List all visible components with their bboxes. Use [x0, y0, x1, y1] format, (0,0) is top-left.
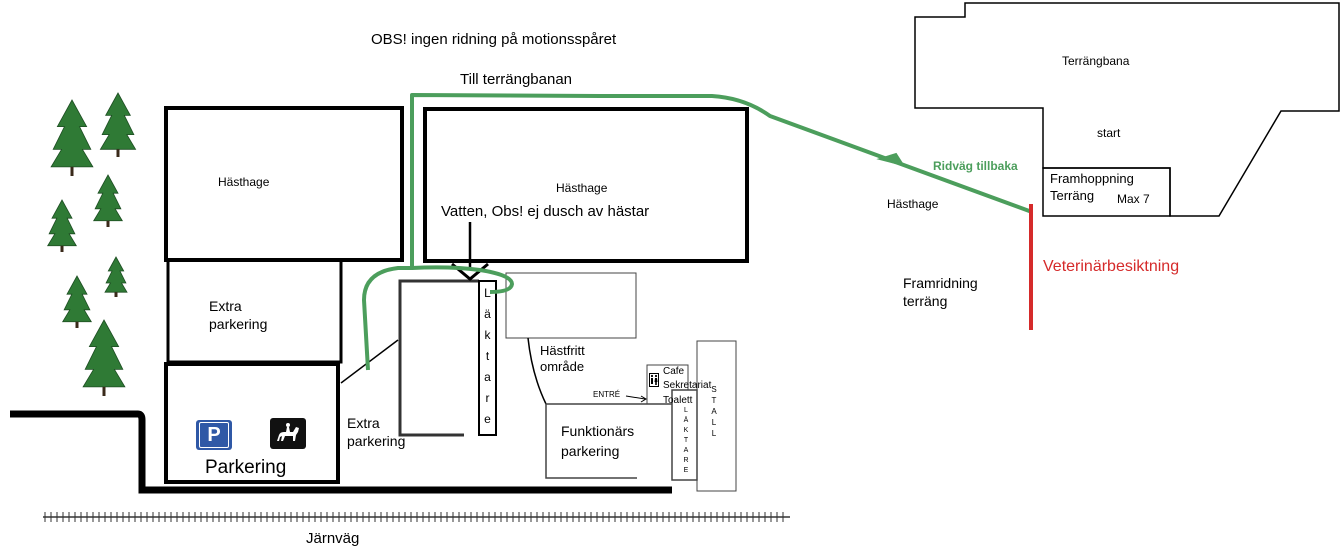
tree-icon	[92, 174, 124, 227]
road	[10, 410, 672, 494]
laktare-letter: a	[484, 370, 491, 384]
toilet-glyph	[649, 373, 659, 387]
laktare-small-letter: K	[683, 427, 689, 434]
max7-label: Max 7	[1117, 192, 1150, 206]
laktare-small-label: L Ä K T A R E	[680, 406, 692, 476]
tree-icon	[50, 99, 94, 176]
hasthage-left-label: Hästhage	[218, 175, 270, 189]
hastfritt-box	[505, 272, 637, 339]
funktionars-box	[545, 403, 672, 479]
tree-icon	[82, 319, 126, 396]
hasthage-right-label: Hästhage	[887, 197, 939, 211]
laktare-letter: t	[485, 349, 490, 363]
green-route	[362, 93, 1033, 371]
jarnvag-label: Järnväg	[306, 530, 360, 547]
entre-label: ENTRÉ	[593, 390, 621, 399]
top-notice: OBS! ingen ridning på motionsspåret	[371, 31, 617, 48]
parking-sign-inner: P	[199, 422, 229, 448]
trees	[46, 92, 137, 396]
stall-label: S T A L L	[708, 384, 720, 439]
green-route-loop	[411, 265, 515, 294]
parking-sign-icon: P	[196, 420, 232, 450]
cafe-label-3: Toalett	[663, 395, 693, 406]
cafe-label-2: Sekretariat	[663, 380, 712, 391]
hastfritt-curve	[527, 337, 547, 405]
laktare-small-letter: E	[683, 467, 689, 474]
stall-box	[696, 340, 737, 492]
green-arrowhead	[876, 152, 906, 167]
stall-letter: L	[711, 429, 717, 438]
hasthage-left-paddock	[164, 106, 404, 262]
hasthage-center-paddock	[423, 107, 749, 263]
start-label: start	[1097, 126, 1121, 140]
laktare-small-letter: A	[683, 447, 689, 454]
hastfritt-label: Hästfritt område	[540, 343, 585, 375]
laktare-letter: e	[484, 412, 491, 426]
laktare-letter: k	[484, 328, 491, 342]
entre-arrowhead	[640, 395, 647, 403]
laktare-small-box	[671, 389, 698, 481]
parkering-area	[164, 362, 340, 484]
laktare-small-letter: L	[684, 407, 688, 414]
ridvag-tillbaka-label: Ridväg tillbaka	[933, 159, 1018, 173]
entre-arrow	[625, 395, 646, 400]
tree-icon	[99, 92, 137, 157]
stall-letter: T	[711, 396, 717, 405]
stall-letter: S	[711, 385, 717, 394]
extra-parkering-left-label: Extra parkering	[209, 298, 268, 333]
laktare-main-box	[478, 280, 497, 436]
laktare-small-letter: Ä	[683, 417, 689, 424]
funktionars-label: Funktionärs parkering	[561, 423, 635, 459]
extra-parkering-mid-label: Extra parkering	[347, 415, 406, 450]
laktare-small-letter: T	[683, 437, 689, 444]
framhoppning-box	[1042, 167, 1171, 217]
vatten-label: Vatten, Obs! ej dusch av hästar	[441, 203, 650, 220]
cafe-box	[646, 364, 689, 405]
framridning-label: Framridning terräng	[903, 275, 978, 310]
horse-rider-glyph	[277, 422, 299, 441]
laktare-letter: L	[484, 286, 491, 300]
laktare-small-letter: R	[683, 457, 689, 464]
parkering-label: Parkering	[205, 457, 287, 478]
horse-rider-icon	[270, 418, 306, 449]
stall-letter: A	[711, 407, 717, 416]
tree-icon	[104, 256, 128, 297]
till-terrangbanan-label: Till terrängbanan	[460, 71, 573, 88]
hasthage-center-label: Hästhage	[556, 181, 608, 195]
toilet-icon	[649, 373, 659, 387]
cafe-label-1: Cafe	[663, 366, 685, 377]
tree-icon	[61, 275, 93, 328]
stall-letter: L	[711, 418, 717, 427]
railway-ties	[44, 512, 784, 522]
laktare-letter: r	[485, 391, 490, 405]
veterinar-label: Veterinärbesiktning	[1043, 258, 1180, 275]
terrangbana-label: Terrängbana	[1062, 54, 1130, 68]
laktare-building-outline	[398, 279, 479, 437]
laktare-letter: ä	[484, 307, 491, 321]
tree-icon	[46, 199, 78, 252]
framhoppning-label: Framhoppning Terräng	[1050, 171, 1134, 203]
laktare-main-label: L ä k t a r e	[479, 283, 496, 430]
